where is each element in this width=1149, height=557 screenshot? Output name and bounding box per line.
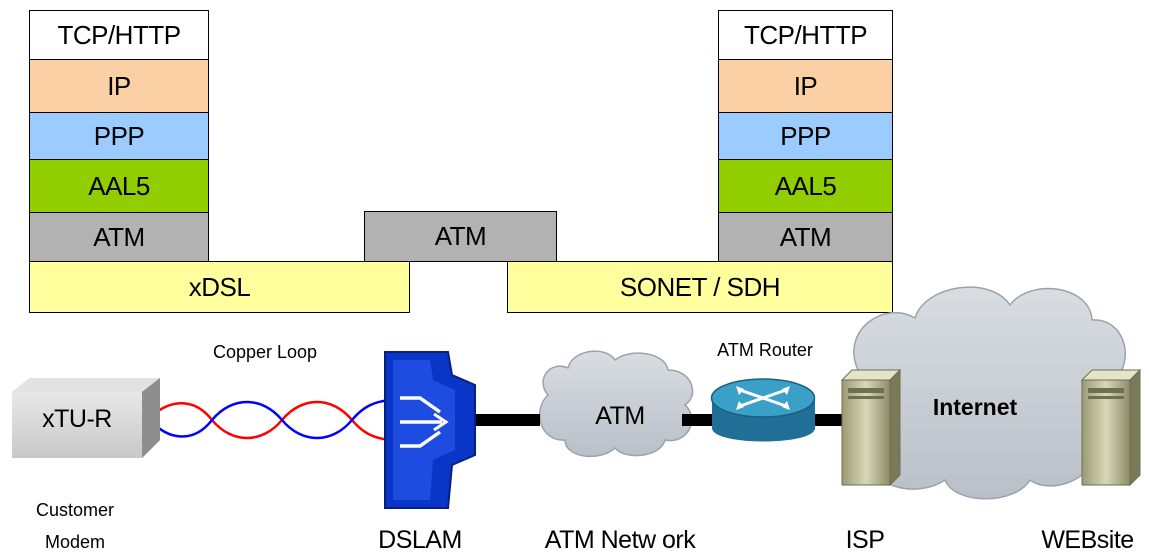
sonet-sdh-layer: SONET / SDH (507, 261, 893, 313)
router-icon (710, 378, 816, 442)
atm-network-caption: ATM Netw ork (544, 526, 696, 554)
left-layer-aal5: AAL5 (29, 159, 209, 213)
copper-loop-label: Copper Loop (212, 342, 318, 362)
right-layer-ip: IP (718, 59, 893, 113)
website-caption: WEBsite (1041, 526, 1134, 554)
atm-cloud-icon (538, 350, 694, 458)
website-server-icon (1080, 368, 1142, 487)
customer-modem-caption-line2: Modem (44, 532, 106, 552)
left-layer-ppp: PPP (29, 112, 209, 160)
atm-router-label: ATM Router (717, 340, 813, 360)
copper-loop-icon (149, 398, 391, 442)
isp-caption: ISP (845, 526, 885, 554)
xdsl-layer: xDSL (29, 261, 410, 313)
left-layer-atm: ATM (29, 212, 209, 262)
left-layer-tcp-http: TCP/HTTP (29, 10, 209, 60)
dslam-icon (384, 351, 476, 509)
modem-box-icon (12, 378, 160, 458)
atm-cloud-label: ATM (595, 402, 645, 430)
modem-box-label: xTU-R (42, 405, 112, 433)
dslam-caption: DSLAM (378, 526, 462, 554)
right-layer-atm: ATM (718, 212, 893, 262)
internet-label: Internet (932, 394, 1018, 420)
customer-modem-caption-line1: Customer (35, 500, 115, 520)
middle-atm-layer: ATM (364, 211, 557, 262)
right-layer-tcp-http: TCP/HTTP (718, 10, 893, 60)
isp-server-icon (840, 368, 902, 487)
right-layer-aal5: AAL5 (718, 159, 893, 213)
